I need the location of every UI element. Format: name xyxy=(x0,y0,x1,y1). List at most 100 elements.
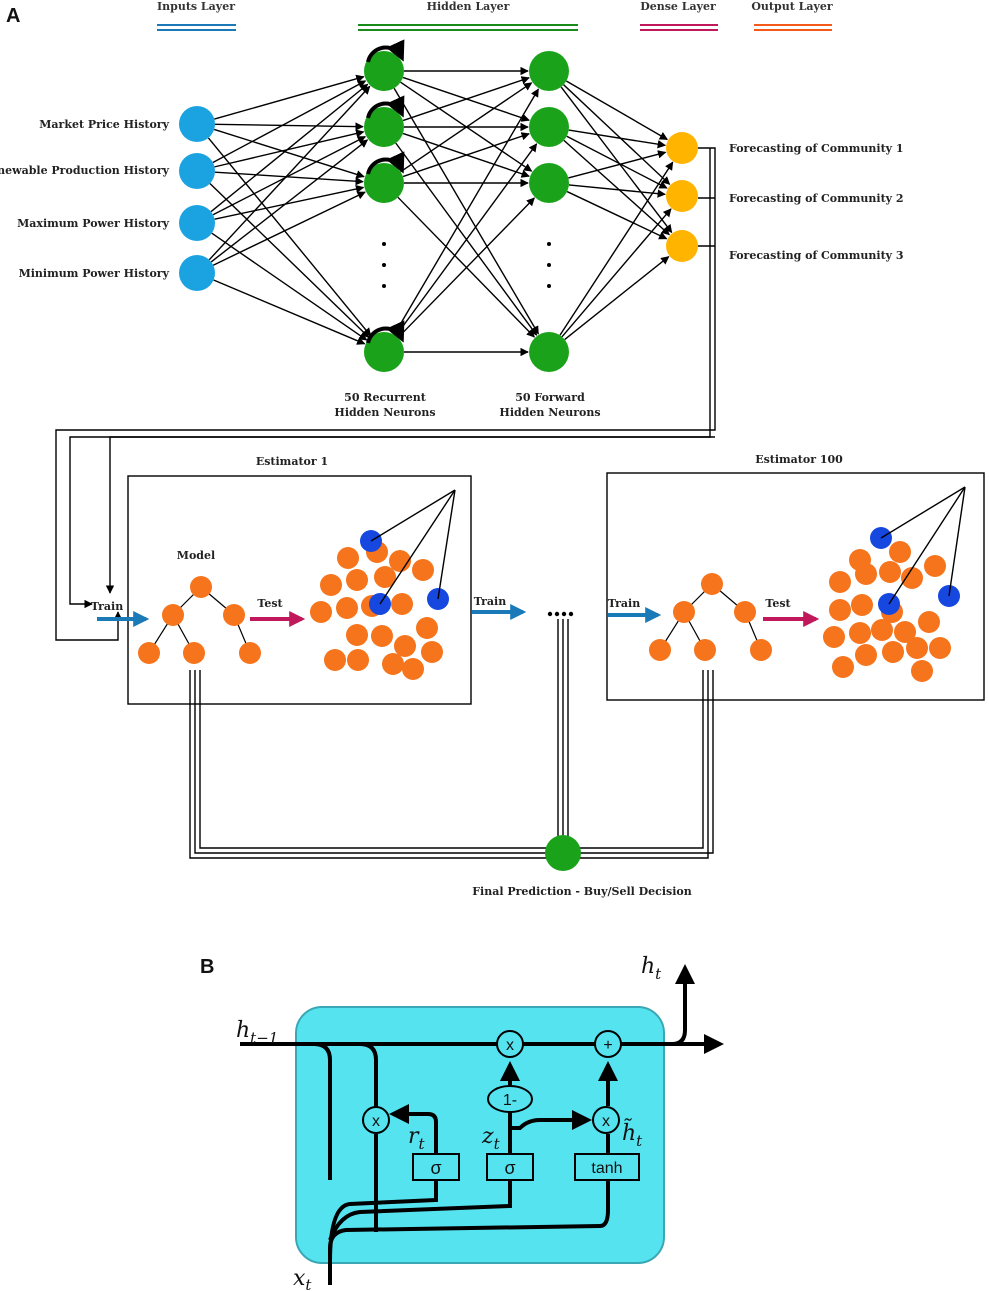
test-point xyxy=(855,644,877,666)
connection-edge xyxy=(212,135,367,216)
test-point-clusters xyxy=(310,486,966,682)
test-point xyxy=(832,656,854,678)
connection-edge xyxy=(214,129,365,168)
test-point xyxy=(929,637,951,659)
multiply-symbol: x xyxy=(372,1113,380,1130)
output-h-line xyxy=(671,964,695,1046)
final-prediction-label: Final Prediction - Buy/Sell Decision xyxy=(472,885,692,898)
recurrent-loop-icon xyxy=(366,320,405,344)
tree-node xyxy=(734,601,756,623)
test-point xyxy=(324,649,346,671)
tree-branch xyxy=(948,486,966,597)
tanh-symbol: tanh xyxy=(591,1160,622,1177)
test-label-2: Test xyxy=(765,597,791,610)
output-labels: Forecasting of Community 1 Forecasting o… xyxy=(729,142,904,262)
test-point xyxy=(371,625,393,647)
test-point xyxy=(882,641,904,663)
reset-multiply-op xyxy=(362,1106,390,1134)
test-point xyxy=(310,601,332,623)
layer-headers: Inputs Layer Hidden Layer Dense Layer Ou… xyxy=(157,0,833,31)
panel-b-label: B xyxy=(200,956,214,978)
connection-edge xyxy=(565,80,669,141)
input-node xyxy=(179,255,215,291)
forward-neuron xyxy=(529,163,569,203)
connection-edge xyxy=(395,143,538,337)
tree-node xyxy=(750,639,772,661)
test-point xyxy=(382,653,404,675)
inputs-layer-title: Inputs Layer xyxy=(157,0,235,13)
ellipsis-dot xyxy=(382,263,386,267)
input-label-min-power: Minimum Power History xyxy=(19,267,170,280)
test-point xyxy=(829,599,851,621)
tree-node xyxy=(239,642,261,664)
connection-edge xyxy=(208,85,371,261)
test-label-1: Test xyxy=(257,597,283,610)
multiply-symbol: x xyxy=(506,1037,514,1054)
tree-branch xyxy=(888,486,966,605)
add-symbol: + xyxy=(603,1037,612,1054)
input-label-renewable: Renewable Production History xyxy=(0,164,170,177)
dense-layer-title: Dense Layer xyxy=(640,0,716,13)
test-point xyxy=(374,566,396,588)
connection-edge xyxy=(397,197,535,339)
forward-hidden-nodes xyxy=(529,51,569,372)
input-line xyxy=(328,1180,512,1241)
test-point xyxy=(906,637,928,659)
connection-edge xyxy=(564,256,670,341)
network-connections xyxy=(207,66,674,357)
ellipsis-dot xyxy=(382,242,386,246)
gru-cell: x x + x 1- σ σ tanh ht−1 ht xt rt zt h̃t xyxy=(236,954,724,1291)
test-point xyxy=(901,567,923,589)
connection-edge xyxy=(212,80,367,164)
ellipsis-dot xyxy=(547,284,551,288)
aggregation-lines xyxy=(189,619,714,859)
test-point xyxy=(402,658,424,680)
add-op xyxy=(594,1030,622,1058)
train-label-1: Train xyxy=(91,600,123,613)
estimator-1-box xyxy=(127,475,472,705)
gru-cell-box xyxy=(295,1006,665,1264)
model-label: Model xyxy=(177,549,215,562)
test-point xyxy=(924,555,946,577)
connection-edge xyxy=(566,190,668,240)
forward-neuron xyxy=(529,51,569,91)
input-label-market-price: Market Price History xyxy=(39,118,169,131)
test-point xyxy=(421,641,443,663)
test-point xyxy=(337,547,359,569)
test-point xyxy=(823,626,845,648)
connection-edge xyxy=(207,137,372,337)
connection-edge xyxy=(561,208,672,338)
test-point xyxy=(879,561,901,583)
ellipsis-dot xyxy=(382,284,386,288)
connection-edge xyxy=(213,128,365,179)
sigma-symbol: σ xyxy=(504,1158,515,1178)
tree-branch xyxy=(437,489,456,600)
tree-branch xyxy=(379,489,456,605)
connection-edge xyxy=(568,150,667,179)
input-nodes xyxy=(179,106,215,291)
connection-edge xyxy=(568,184,666,198)
test-point xyxy=(851,594,873,616)
test-point xyxy=(849,549,871,571)
update-multiply-op xyxy=(496,1030,524,1058)
tree-node xyxy=(162,604,184,626)
update-sigma-gate xyxy=(486,1153,534,1181)
input-labels: Market Price History Renewable Productio… xyxy=(0,118,170,280)
panel-a-label: A xyxy=(6,5,20,27)
test-point xyxy=(346,569,368,591)
one-minus-op xyxy=(487,1085,533,1113)
connection-edge xyxy=(563,139,670,236)
recurrent-loop-icon xyxy=(366,151,405,175)
tree-branch xyxy=(880,486,966,539)
tree-node xyxy=(183,642,205,664)
dense-neuron xyxy=(666,180,698,212)
h-t-label: ht xyxy=(641,954,662,983)
test-point xyxy=(871,619,893,641)
tanh-gate xyxy=(574,1153,640,1181)
tree-node xyxy=(190,576,212,598)
connection-edge xyxy=(400,82,533,173)
multiply-symbol: x xyxy=(602,1113,610,1130)
tree-node xyxy=(701,573,723,595)
tree-branch xyxy=(370,489,456,542)
output-label-community-3: Forecasting of Community 3 xyxy=(729,249,904,262)
